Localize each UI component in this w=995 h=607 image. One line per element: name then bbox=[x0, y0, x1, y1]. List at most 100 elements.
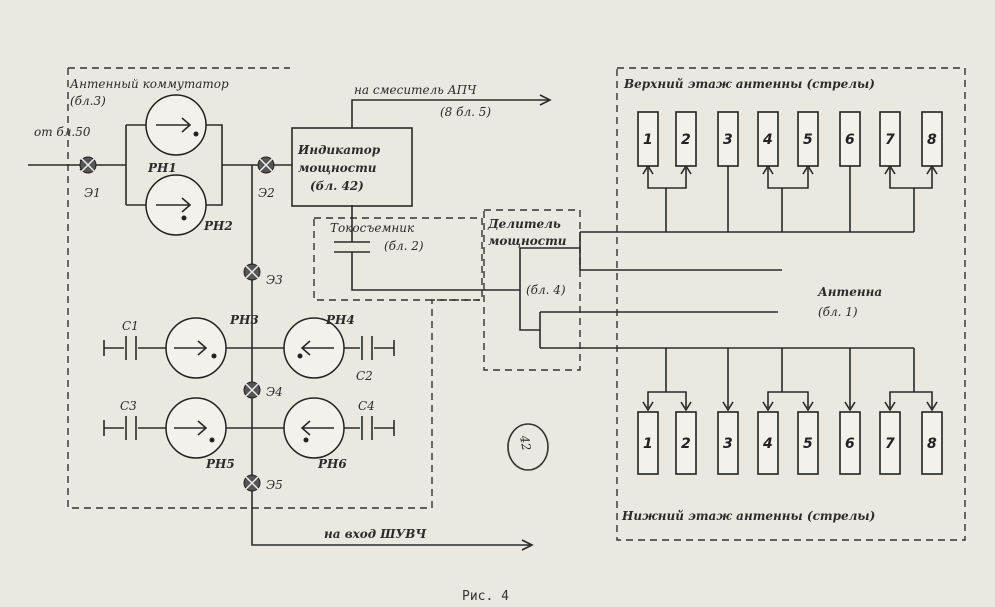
lower-feed-arrows bbox=[642, 401, 938, 412]
switch-rn2 bbox=[145, 174, 207, 236]
power-indicator-line2: мощности bbox=[298, 161, 377, 175]
figure-caption: Рис. 4 bbox=[462, 589, 509, 604]
upper-element-5: 5 bbox=[797, 111, 819, 167]
connector-e1 bbox=[79, 156, 97, 174]
upper-element-7: 7 bbox=[879, 111, 901, 167]
pickoff-ref: (бл. 2) bbox=[384, 239, 424, 253]
commutator-block-outline bbox=[67, 68, 480, 509]
lower-element-5: 5 bbox=[797, 411, 819, 475]
lower-element-label: 8 bbox=[927, 436, 937, 452]
lower-element-label: 2 bbox=[681, 436, 691, 452]
lower-element-label: 6 bbox=[845, 436, 855, 452]
capacitor-c3 bbox=[124, 416, 138, 440]
upper-element-label: 3 bbox=[723, 132, 733, 148]
upper-floor-title: Верхний этаж антенны (стрелы) bbox=[623, 77, 875, 91]
switch-rn5 bbox=[165, 397, 227, 459]
switch-rn4 bbox=[283, 317, 345, 379]
connector-e2-label: Э2 bbox=[258, 186, 275, 200]
row-end-caps bbox=[103, 340, 395, 436]
antenna-title: Антенна bbox=[817, 285, 882, 299]
capacitor-c1-label: С1 bbox=[122, 319, 139, 333]
pickoff-block-outline bbox=[313, 217, 483, 301]
lower-element-label: 5 bbox=[803, 436, 813, 452]
upper-element-label: 4 bbox=[762, 132, 773, 148]
divider-ref: (бл. 4) bbox=[526, 283, 566, 297]
switch-rn1-label: РН1 bbox=[147, 161, 177, 175]
connector-e3 bbox=[243, 263, 261, 281]
lower-element-label: 1 bbox=[643, 436, 653, 452]
input-label: от бл.50 bbox=[34, 125, 91, 139]
connector-e3-label: Э3 bbox=[266, 273, 283, 287]
to-input-arrow bbox=[521, 539, 534, 551]
upper-element-4: 4 bbox=[757, 111, 779, 167]
handwritten-mark: 42 bbox=[517, 433, 534, 451]
divider-line1: Делитель bbox=[487, 217, 561, 231]
capacitor-c4 bbox=[360, 416, 374, 440]
divider-lower-feed bbox=[519, 290, 914, 349]
connector-e1-label: Э1 bbox=[84, 186, 101, 200]
capacitor-c4-label: С4 bbox=[358, 399, 375, 413]
capacitor-c2-label: С2 bbox=[356, 369, 373, 383]
lower-element-label: 4 bbox=[762, 436, 773, 452]
switch-rn3 bbox=[165, 317, 227, 379]
divider-line2: мощности bbox=[488, 234, 567, 248]
lower-element-1: 1 bbox=[637, 411, 659, 475]
switch-rn1 bbox=[145, 94, 207, 156]
upper-element-label: 7 bbox=[885, 132, 895, 148]
divider-upper-feed bbox=[484, 231, 914, 291]
lower-element-7: 7 bbox=[879, 411, 901, 475]
lower-element-6: 6 bbox=[839, 411, 861, 475]
lower-element-2: 2 bbox=[675, 411, 697, 475]
commutator-title: Антенный коммутатор bbox=[69, 77, 229, 91]
upper-element-label: 5 bbox=[803, 132, 813, 148]
antenna-ref: (бл. 1) bbox=[818, 305, 858, 319]
pickoff-label: Токосъемник bbox=[330, 221, 415, 235]
upper-feed-tree bbox=[647, 150, 933, 232]
lower-feed-tree bbox=[647, 348, 933, 408]
upper-element-label: 2 bbox=[681, 132, 691, 148]
capacitor-c1 bbox=[124, 336, 138, 360]
commutator-ref: (бл.3) bbox=[70, 94, 106, 108]
lower-floor-elements: 1 2 3 4 5 6 7 8 bbox=[637, 411, 943, 475]
switch-rn6 bbox=[283, 397, 345, 459]
to-mixer-label: на смеситель АПЧ bbox=[354, 83, 477, 97]
connector-e4-label: Э4 bbox=[266, 385, 283, 399]
connector-e5 bbox=[243, 474, 261, 492]
upper-element-6: 6 bbox=[839, 111, 861, 167]
power-indicator-box bbox=[291, 127, 413, 207]
switch-rn2-label: РН2 bbox=[203, 219, 233, 233]
antenna-block-outline bbox=[616, 67, 966, 541]
connector-e5-label: Э5 bbox=[266, 478, 283, 492]
connector-e2 bbox=[257, 156, 275, 174]
upper-element-1: 1 bbox=[637, 111, 659, 167]
upper-element-2: 2 bbox=[675, 111, 697, 167]
handwritten-circle bbox=[507, 423, 549, 471]
to-mixer-line bbox=[351, 99, 548, 128]
to-mixer-arrow bbox=[539, 94, 552, 106]
switch-rn5-label: РН5 bbox=[205, 457, 235, 471]
switch-rn4-label: РН4 bbox=[325, 313, 355, 327]
upper-element-label: 1 bbox=[643, 132, 653, 148]
capacitor-c2 bbox=[360, 336, 374, 360]
connector-e4 bbox=[243, 381, 261, 399]
to-input-label: на вход ШУВЧ bbox=[324, 527, 427, 541]
capacitor-c3-label: С3 bbox=[120, 399, 137, 413]
power-indicator-ref: (бл. 42) bbox=[310, 179, 364, 193]
lower-element-4: 4 bbox=[757, 411, 779, 475]
vertical-main-bus bbox=[251, 165, 530, 546]
rn-parallel-bus bbox=[125, 124, 292, 206]
upper-element-3: 3 bbox=[717, 111, 739, 167]
pickoff-capacitor bbox=[334, 205, 484, 291]
lower-element-8: 8 bbox=[921, 411, 943, 475]
upper-element-label: 6 bbox=[845, 132, 855, 148]
upper-element-label: 8 bbox=[927, 132, 937, 148]
upper-element-8: 8 bbox=[921, 111, 943, 167]
lower-element-3: 3 bbox=[717, 411, 739, 475]
upper-floor-elements: 1 2 3 4 5 6 7 8 bbox=[637, 111, 943, 167]
switch-rn3-label: РН3 bbox=[229, 313, 259, 327]
switch-rn6-label: РН6 bbox=[317, 457, 347, 471]
lower-floor-title: Нижний этаж антенны (стрелы) bbox=[621, 509, 875, 523]
to-mixer-ref: (8 бл. 5) bbox=[440, 105, 491, 119]
power-indicator-line1: Индикатор bbox=[297, 143, 381, 157]
